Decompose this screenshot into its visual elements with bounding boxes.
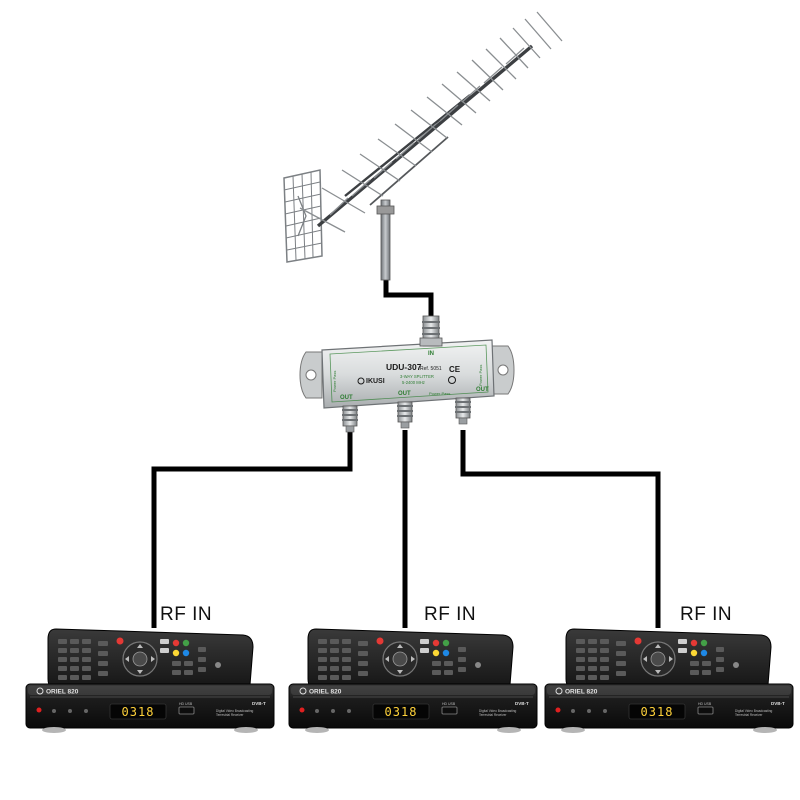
receiver-unit-3: ORIEL 820 0318 HD USB DVB-T Digital Vide… xyxy=(544,628,794,734)
stb-badge: DVB-T xyxy=(771,701,785,706)
splitter-copyright-icon xyxy=(448,376,456,384)
splitter-bottom-note: Power Pass xyxy=(429,391,450,396)
stb-caption-1: Digital Video Broadcasting xyxy=(735,709,773,713)
stb-badge: DVB-T xyxy=(515,701,529,706)
stb-caption-2: Terrestrial Receiver xyxy=(479,713,507,717)
antenna-elements xyxy=(299,11,563,233)
brand-logo-icon xyxy=(36,687,44,695)
splitter-subtitle-1: 3-WAY SPLITTER xyxy=(400,374,434,379)
coax-cables xyxy=(151,278,661,628)
splitter-in-label: IN xyxy=(428,351,434,357)
stb-brand: ORIEL 820 xyxy=(309,689,342,696)
splitter-out-label-3: OUT xyxy=(476,387,489,393)
splitter-subtitle-2: 5-2400 MHz xyxy=(402,380,425,385)
set-top-box: ORIEL 820 0318 HD USB DVB-T Digital Vide… xyxy=(288,683,538,734)
splitter-brand-logo xyxy=(357,377,365,385)
stb-display: 0318 xyxy=(385,705,418,719)
stb-display: 0318 xyxy=(122,705,155,719)
cable-antenna-to-splitter xyxy=(383,278,434,324)
brand-logo-icon xyxy=(555,687,563,695)
stb-caption-1: Digital Video Broadcasting xyxy=(216,709,254,713)
cable-splitter-to-receiver-3 xyxy=(460,430,661,628)
antenna-mast xyxy=(380,199,391,281)
antenna-boom xyxy=(316,44,534,228)
splitter-model: UDU-307 xyxy=(386,362,422,372)
stb-caption-1: Digital Video Broadcasting xyxy=(479,709,517,713)
tv-antenna xyxy=(283,11,563,281)
stb-caption-2: Terrestrial Receiver xyxy=(216,713,244,717)
splitter-out-label-2: OUT xyxy=(398,391,411,397)
set-top-box: ORIEL 820 0318 HD USB DVB-T Digital Vide… xyxy=(25,683,275,734)
set-top-box: ORIEL 820 0318 HD USB DVB-T Digital Vide… xyxy=(544,683,794,734)
stb-usb-label: HD USB xyxy=(179,702,193,706)
receiver-unit-2: ORIEL 820 0318 HD USB DVB-T Digital Vide… xyxy=(288,628,538,734)
stb-caption-2: Terrestrial Receiver xyxy=(735,713,763,717)
splitter-ce-mark: CE xyxy=(449,365,461,374)
stb-brand: ORIEL 820 xyxy=(565,689,598,696)
brand-logo-icon xyxy=(299,687,307,695)
stb-usb-label: HD USB xyxy=(442,702,456,706)
splitter-side-right: Power Pass xyxy=(478,365,483,386)
stb-badge: DVB-T xyxy=(252,701,266,706)
splitter-side-left: Power Pass xyxy=(332,371,337,392)
stb-usb-label: HD USB xyxy=(698,702,712,706)
rf-in-label-3: RF IN xyxy=(680,604,733,625)
rf-in-label-1: RF IN xyxy=(160,604,213,625)
splitter-out-label-1: OUT xyxy=(340,395,353,401)
stb-brand: ORIEL 820 xyxy=(46,689,79,696)
receiver-unit-1: ORIEL 820 0318 HD USB DVB-T Digital Vide… xyxy=(25,628,275,734)
splitter-ref: Ref. 5051 xyxy=(420,366,442,372)
splitter-brand: IKUSI xyxy=(366,378,385,385)
stb-display: 0318 xyxy=(641,705,674,719)
rf-in-label-2: RF IN xyxy=(424,604,477,625)
cable-splitter-to-receiver-1 xyxy=(151,430,353,628)
splitter: IN UDU-307 Ref. 5051 3-WAY SPLITTER 5-24… xyxy=(299,315,515,433)
